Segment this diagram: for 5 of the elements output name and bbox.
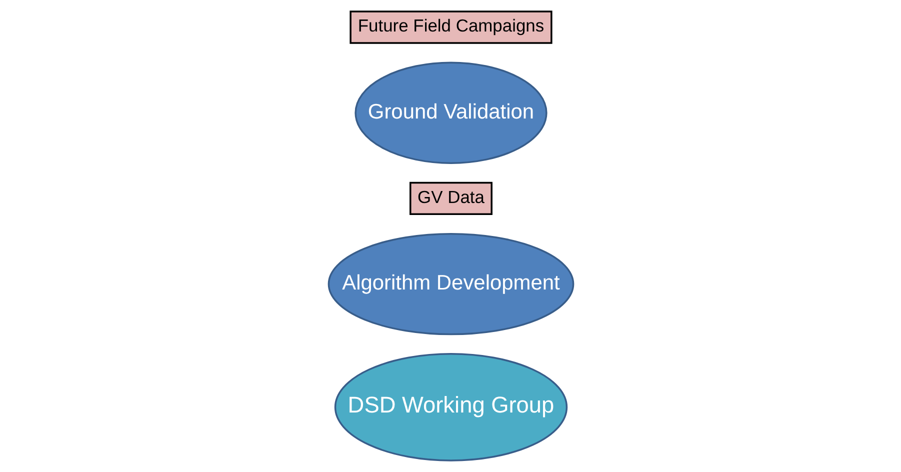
node-box: GV Data: [409, 182, 492, 216]
node-ellipse: Algorithm Development: [327, 232, 574, 336]
node-box: Future Field Campaigns: [349, 10, 552, 44]
node-ellipse: DSD Working Group: [334, 353, 568, 462]
node-ellipse: Ground Validation: [354, 62, 547, 164]
